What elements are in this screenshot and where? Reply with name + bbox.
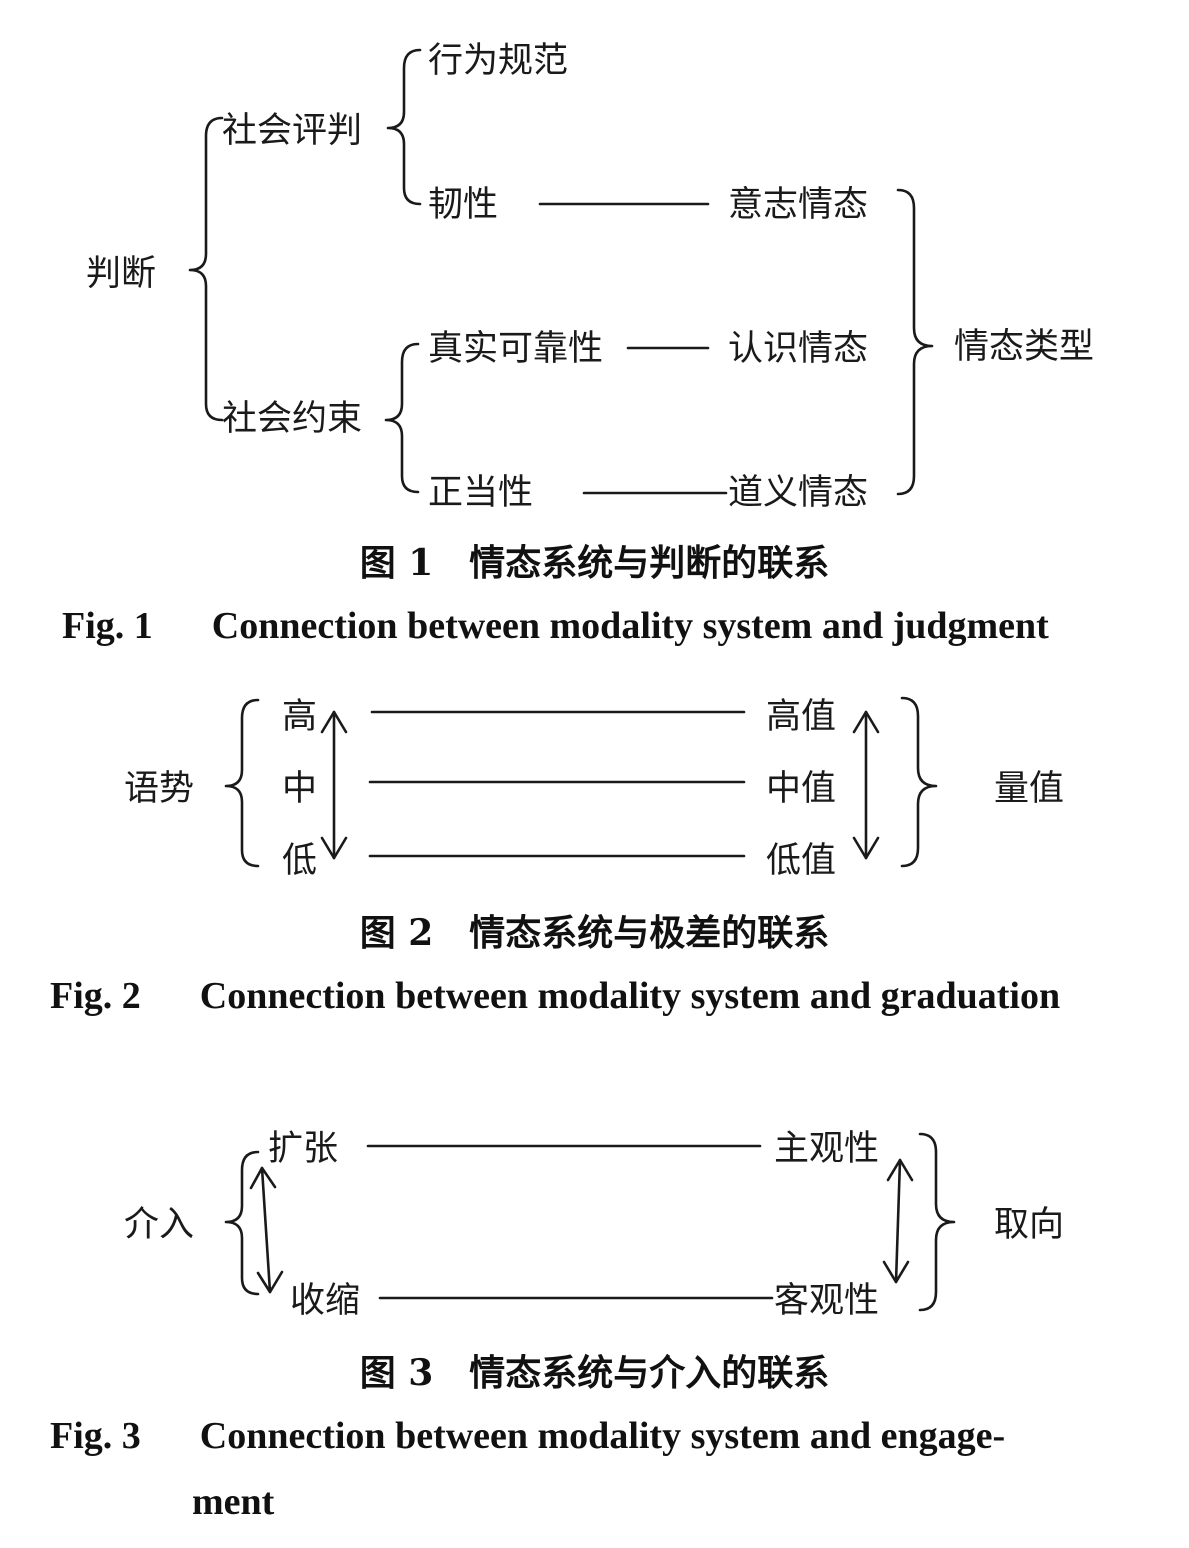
node-subjective: 主观性 bbox=[774, 1129, 879, 1169]
figure-1-diagram: 判断 社会评判 社会约束 行为规范 韧性 真实可靠性 正当性 意志情态 认识情态… bbox=[86, 41, 1094, 513]
figure-3-caption-en-number: Fig. 3 bbox=[50, 1415, 141, 1457]
node-graduation: 语势 bbox=[124, 769, 194, 809]
double-arrow-right bbox=[852, 710, 880, 860]
figure-2-caption-en-text: Connection between modality system and g… bbox=[199, 975, 1061, 1017]
double-arrow-right bbox=[882, 1158, 914, 1284]
node-low: 低 bbox=[282, 841, 317, 881]
node-low-value: 低值 bbox=[766, 841, 836, 881]
figure-3-diagram: 介入 扩张 收缩 主观性 客观性 取向 bbox=[124, 1129, 1064, 1321]
node-volitional: 意志情态 bbox=[728, 185, 868, 225]
brace-social-sanction bbox=[384, 342, 420, 494]
figure-3-caption-en-text-line2: ment bbox=[192, 1481, 275, 1523]
node-value: 量值 bbox=[994, 769, 1064, 809]
brace-orientation bbox=[918, 1132, 956, 1312]
node-veracity: 真实可靠性 bbox=[428, 329, 603, 369]
node-judgment: 判断 bbox=[86, 254, 156, 294]
brace-judgment bbox=[188, 116, 224, 422]
node-contract: 收缩 bbox=[290, 1281, 360, 1321]
node-high-value: 高值 bbox=[766, 697, 836, 737]
figure-1-caption-en: Fig. 1 Connection between modality syste… bbox=[62, 604, 1049, 648]
node-objective: 客观性 bbox=[774, 1281, 879, 1321]
figure-3-caption-en-text-line1: Connection between modality system and e… bbox=[199, 1415, 1006, 1457]
figure-3-caption-en-line2: ment bbox=[192, 1480, 274, 1524]
node-epistemic: 认识情态 bbox=[728, 329, 868, 369]
node-mid: 中 bbox=[282, 769, 317, 809]
brace-engagement bbox=[224, 1150, 260, 1296]
node-expand: 扩张 bbox=[268, 1129, 338, 1169]
brace-graduation bbox=[224, 698, 260, 868]
figure-1-caption-cn: 图 1 情态系统与判断的联系 bbox=[359, 542, 830, 584]
figure-1-caption-en-text: Connection between modality system and j… bbox=[211, 605, 1049, 647]
node-propriety: 正当性 bbox=[428, 473, 533, 513]
node-orientation: 取向 bbox=[994, 1205, 1064, 1245]
figure-3-caption-cn: 图 3 情态系统与介入的联系 bbox=[359, 1352, 830, 1394]
node-deontic: 道义情态 bbox=[728, 473, 868, 513]
figure-3-caption-en: Fig. 3 Connection between modality syste… bbox=[50, 1414, 1005, 1458]
figure-2-caption-cn: 图 2 情态系统与极差的联系 bbox=[359, 912, 830, 954]
node-tenacity: 韧性 bbox=[428, 185, 498, 225]
figure-2-caption-en: Fig. 2 Connection between modality syste… bbox=[50, 974, 1060, 1018]
figure-2-diagram: 语势 高 中 低 高值 中值 低值 量值 bbox=[124, 696, 1064, 881]
brace-social-esteem bbox=[386, 48, 422, 206]
figure-2-caption-en-number: Fig. 2 bbox=[50, 975, 141, 1017]
node-normality: 行为规范 bbox=[428, 41, 568, 81]
node-engagement: 介入 bbox=[124, 1205, 194, 1245]
node-modality-type: 情态类型 bbox=[954, 327, 1094, 367]
double-arrow-left bbox=[249, 1166, 284, 1294]
brace-value bbox=[900, 696, 938, 868]
node-social-sanction: 社会约束 bbox=[222, 399, 362, 439]
double-arrow-left bbox=[320, 710, 348, 860]
node-social-esteem: 社会评判 bbox=[222, 111, 362, 151]
brace-modality-type bbox=[896, 188, 934, 496]
node-mid-value: 中值 bbox=[766, 769, 836, 809]
node-high: 高 bbox=[282, 697, 317, 737]
figure-1-caption-en-number: Fig. 1 bbox=[62, 605, 153, 647]
